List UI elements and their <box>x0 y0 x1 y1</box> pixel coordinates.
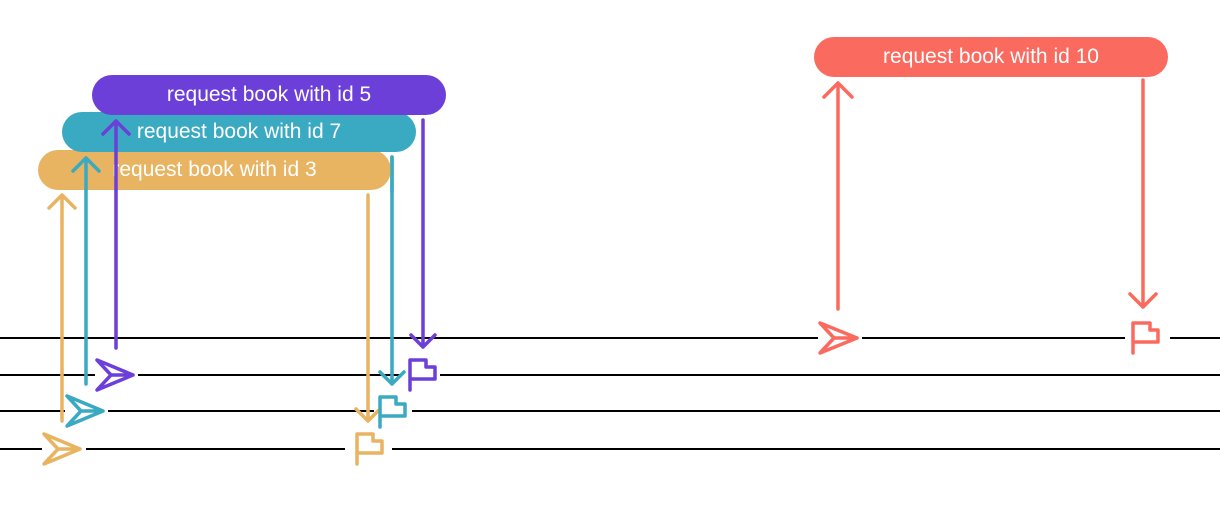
paper-plane-icon <box>65 394 105 428</box>
request-5-down-arrow <box>409 118 437 349</box>
timelines <box>0 337 1220 450</box>
flag-icon <box>355 432 384 466</box>
request-label: request book with id 10 <box>883 45 1099 68</box>
request-pill-id-7: request book with id 7 <box>62 112 416 152</box>
request-pill-id-3: request book with id 3 <box>38 150 391 190</box>
request-7-up-arrow <box>71 156 101 386</box>
request-pill-id-10: request book with id 10 <box>814 37 1168 77</box>
request-3-up-arrow <box>47 193 77 423</box>
request-label: request book with id 5 <box>166 83 372 106</box>
request-label: request book with id 7 <box>136 120 342 143</box>
flag-icon <box>408 358 437 392</box>
request-3-down-arrow <box>354 193 382 423</box>
paper-plane-icon <box>42 432 82 466</box>
request-7-down-arrow <box>378 155 406 386</box>
request-3-flow <box>42 193 384 466</box>
request-10-down-arrow <box>1128 78 1158 309</box>
paper-plane-icon <box>818 321 859 355</box>
request-10-flow <box>818 78 1160 355</box>
request-10-up-arrow <box>822 81 854 311</box>
paper-plane-icon <box>95 358 135 392</box>
request-label: request book with id 3 <box>112 158 317 181</box>
flag-icon <box>378 395 407 429</box>
request-pill-id-5: request book with id 5 <box>92 75 446 115</box>
flag-icon <box>1131 321 1160 355</box>
